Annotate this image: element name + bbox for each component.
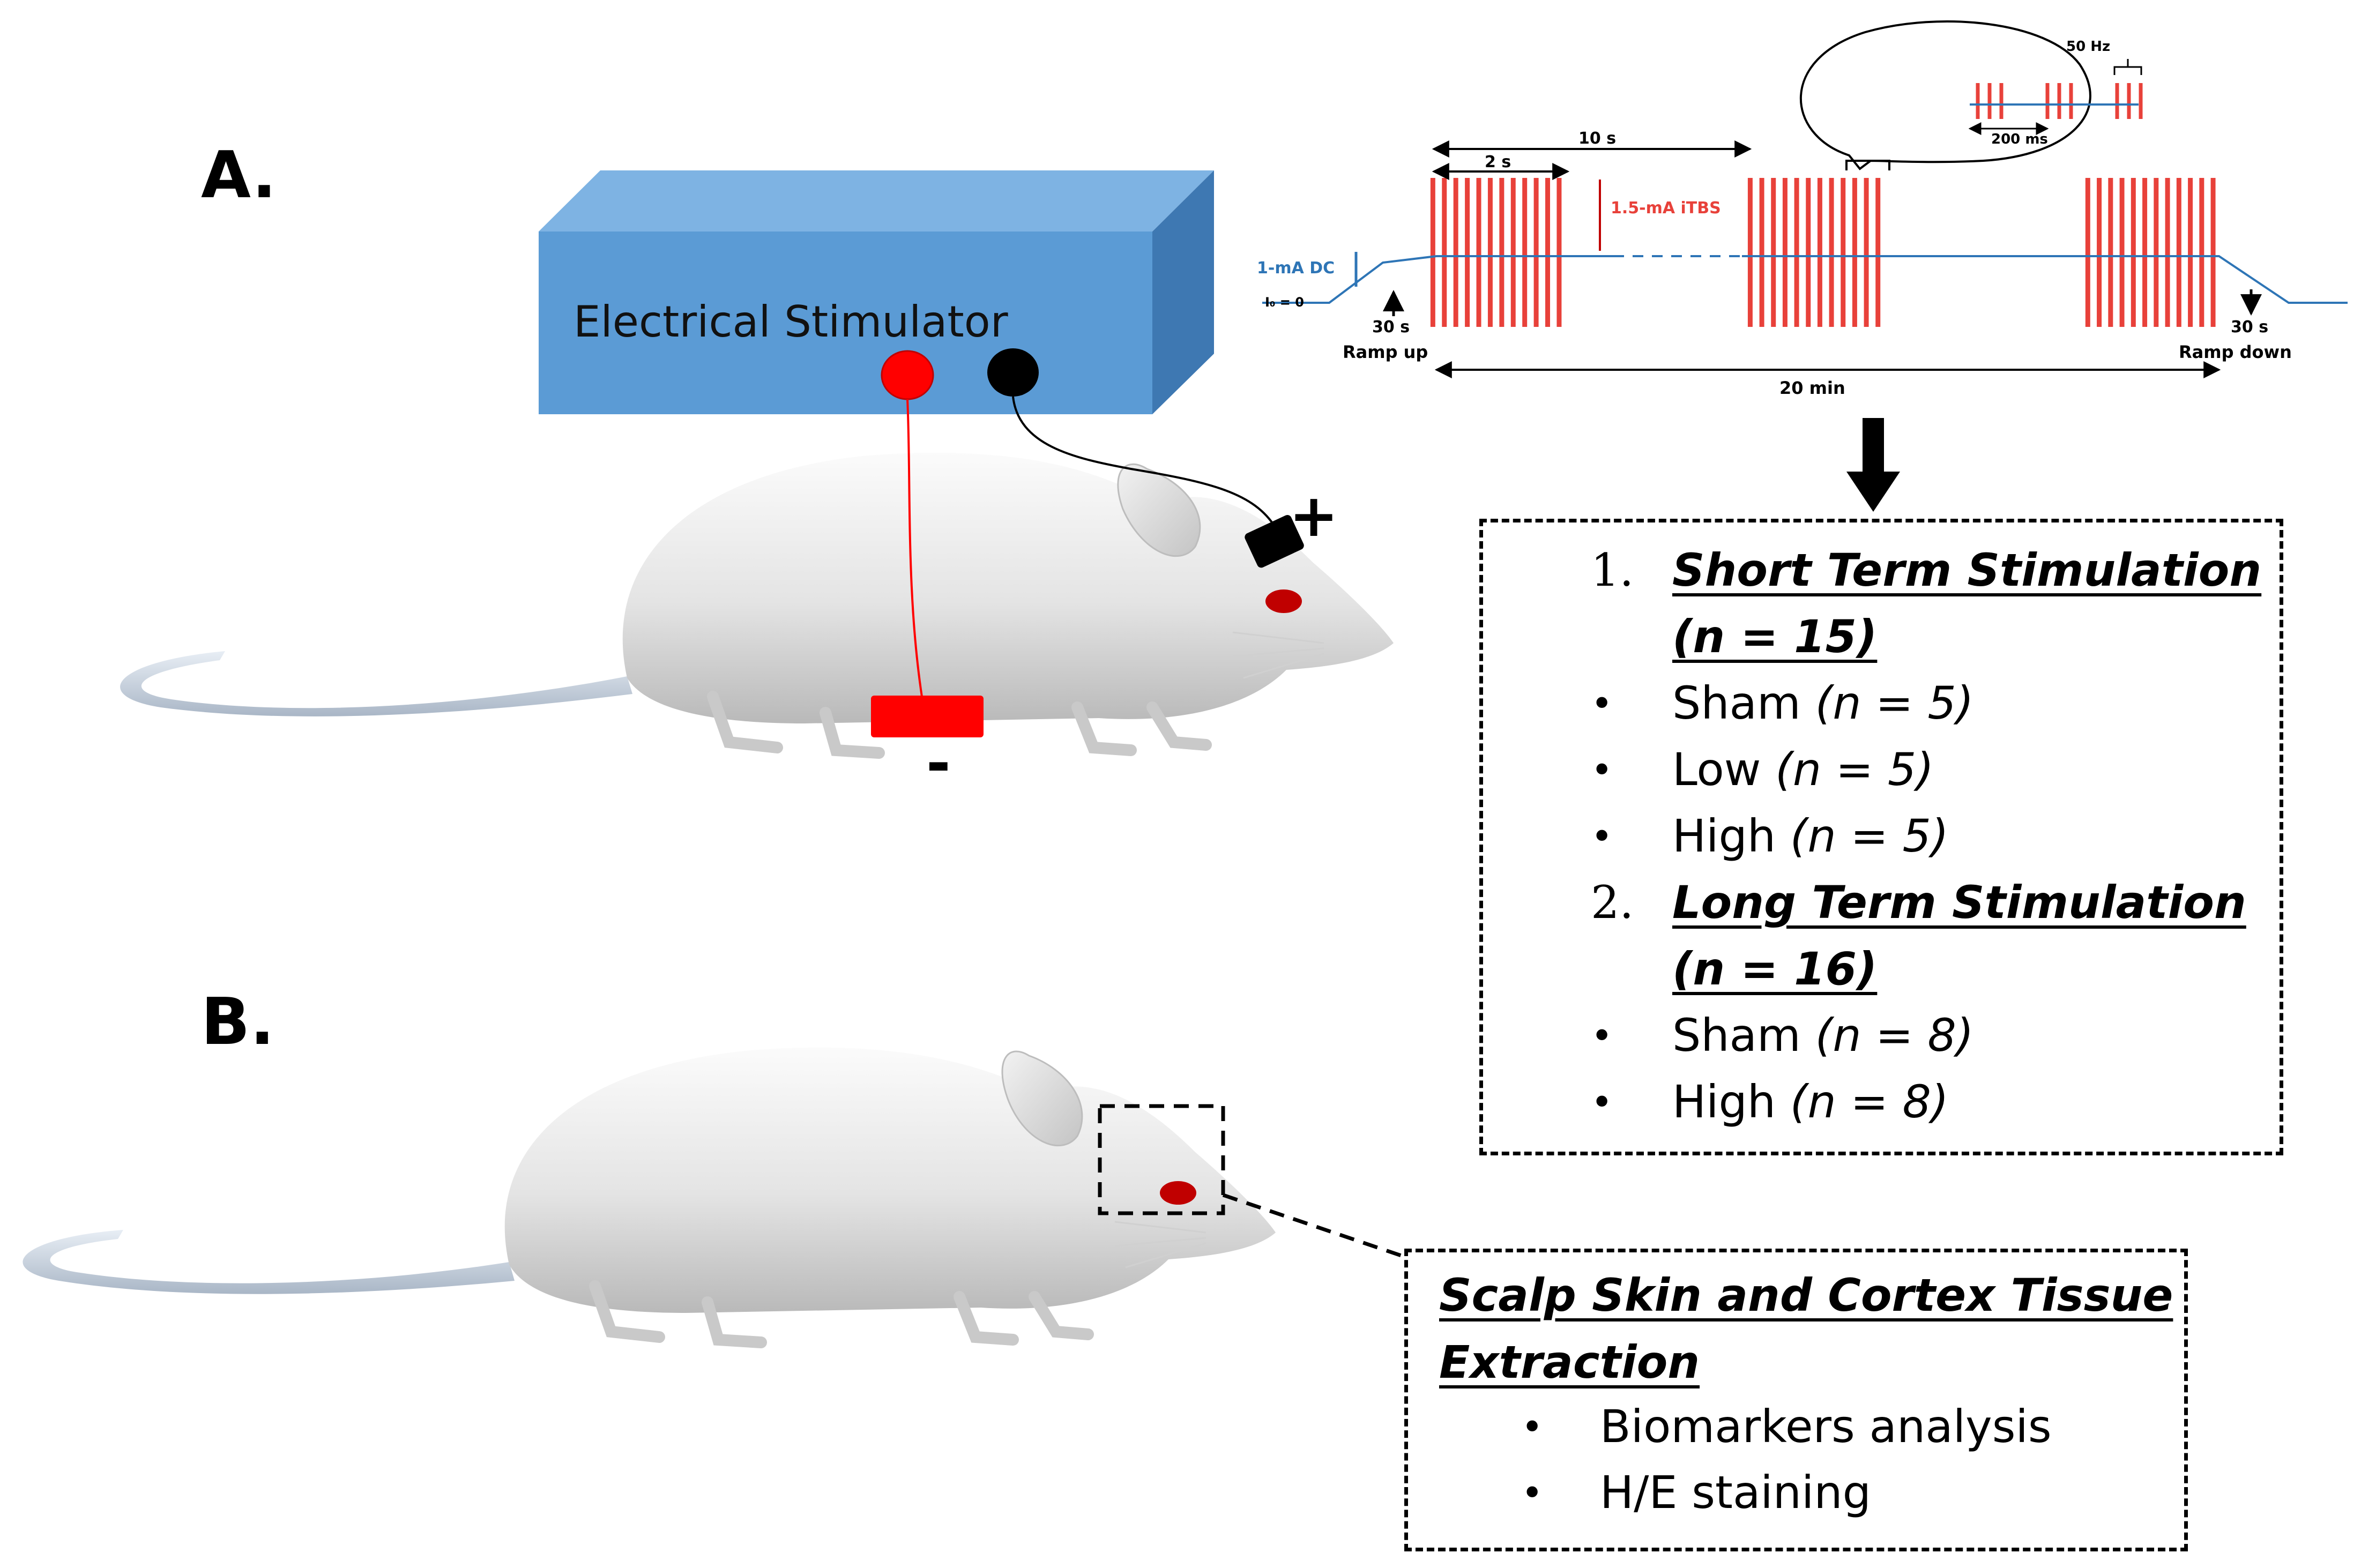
inset-bracket: [1845, 160, 1890, 170]
inset-frequency-label: 50 Hz: [2066, 39, 2110, 55]
long-term-count: (n = 16): [1672, 943, 1878, 995]
flow-down-arrow: [1846, 418, 1900, 512]
extraction-biomarkers: Biomarkers analysis: [1600, 1400, 2052, 1453]
short-sham-name: Sham: [1672, 677, 1801, 729]
short-high-n: (n = 5): [1790, 810, 1949, 862]
rat-b-whiskers: [1114, 1221, 1206, 1268]
stimulator-side-face: [1152, 170, 1214, 414]
short-term-count: (n = 15): [1672, 610, 1878, 663]
short-term-title: Short Term Stimulation: [1672, 544, 2262, 596]
rat-b-legs: [589, 1280, 1094, 1348]
rat-b-eye: [1160, 1181, 1196, 1205]
short-low-name: Low: [1672, 743, 1761, 796]
rat-b-body: [504, 1047, 1276, 1313]
short-low: Low (n = 5): [1672, 747, 1934, 792]
rat-a-tail: [120, 651, 632, 716]
baseline-label: I₀ = 0: [1265, 295, 1304, 310]
study-groups-box: [1479, 519, 2283, 1155]
stimulation-waveform: 1-mA DC I₀ = 0 10 s 2 s 1.5-mA iTBS 30 s…: [1257, 20, 2348, 398]
anode-sign: +: [1289, 481, 1338, 550]
short-term-number: 1.: [1591, 544, 1634, 596]
bullet-long-2: •: [1591, 1080, 1613, 1124]
inset-pulses: [1976, 83, 2143, 119]
bullet-extraction-1: •: [1521, 1405, 1544, 1449]
cathode-sign: -: [926, 729, 951, 797]
rat-a-legs: [707, 691, 1212, 759]
extraction-he-staining: H/E staining: [1600, 1466, 1871, 1519]
rat-a-illustration: [120, 452, 1394, 759]
long-high-n: (n = 8): [1790, 1076, 1949, 1128]
itbs-bursts: [1430, 178, 2216, 327]
burst-duration-label: 2 s: [1485, 153, 1511, 171]
ramp-down-label: Ramp down: [2179, 342, 2292, 362]
stimulator-front-face: [539, 232, 1152, 414]
inset-frequency-bracket: [2113, 59, 2142, 75]
red-terminal: [881, 350, 934, 400]
bullet-long-1: •: [1591, 1014, 1613, 1058]
short-high: High (n = 5): [1672, 813, 1949, 858]
short-sham: Sham (n = 5): [1672, 681, 1974, 726]
rat-a-body: [622, 452, 1394, 723]
short-sham-n: (n = 5): [1815, 677, 1974, 729]
head-region-selection: [1098, 1104, 1225, 1215]
itbs-amplitude-label: 1.5-mA iTBS: [1611, 199, 1721, 218]
long-term-title: Long Term Stimulation: [1672, 876, 2246, 929]
long-high-name: High: [1672, 1076, 1776, 1128]
ramp-up-label: Ramp up: [1343, 342, 1428, 362]
stimulator-top-face: [539, 170, 1214, 232]
tissue-extraction-box: [1404, 1249, 2188, 1551]
rat-a-eye: [1265, 589, 1302, 613]
ramp-down-time: 30 s: [2231, 318, 2268, 337]
selection-connector: [1222, 1193, 1405, 1259]
red-wire: [906, 399, 923, 697]
bullet-short-1: •: [1591, 682, 1613, 726]
bullet-extraction-2: •: [1521, 1471, 1544, 1515]
dc-level-label: 1-mA DC: [1257, 259, 1335, 278]
long-term-number: 2.: [1591, 876, 1634, 929]
long-sham-n: (n = 8): [1815, 1009, 1974, 1062]
bullet-short-2: •: [1591, 748, 1613, 792]
rat-b-tail: [23, 1230, 515, 1294]
inset-interval-label: 200 ms: [1991, 131, 2048, 147]
stimulator-label: Electrical Stimulator: [574, 297, 1008, 347]
black-wire: [1012, 396, 1277, 529]
rat-a-whiskers: [1232, 631, 1324, 679]
bullet-short-3: •: [1591, 815, 1613, 858]
long-sham: Sham (n = 8): [1672, 1013, 1974, 1058]
rat-b-illustration: [23, 1047, 1276, 1348]
ramp-down-trace: [2074, 255, 2348, 304]
total-duration-label: 20 min: [1779, 378, 1845, 398]
train-duration-label: 10 s: [1578, 129, 1616, 148]
electrical-stimulator: Electrical Stimulator: [539, 170, 1214, 414]
extraction-title-line1: Scalp Skin and Cortex Tissue: [1439, 1269, 2173, 1321]
cathode-electrode: [871, 696, 984, 737]
panel-label-a: A.: [201, 138, 277, 213]
ramp-up-time: 30 s: [1372, 318, 1410, 337]
long-sham-name: Sham: [1672, 1009, 1801, 1062]
black-terminal: [987, 348, 1039, 397]
anode-electrode: [1245, 515, 1304, 568]
short-high-name: High: [1672, 810, 1776, 862]
panel-label-b: B.: [201, 985, 275, 1059]
dc-current-trace: [1262, 255, 1613, 304]
long-high: High (n = 8): [1672, 1079, 1949, 1124]
short-low-n: (n = 5): [1775, 743, 1934, 796]
extraction-title-line2: Extraction: [1439, 1336, 1700, 1388]
rat-b-ear: [1001, 1050, 1083, 1146]
